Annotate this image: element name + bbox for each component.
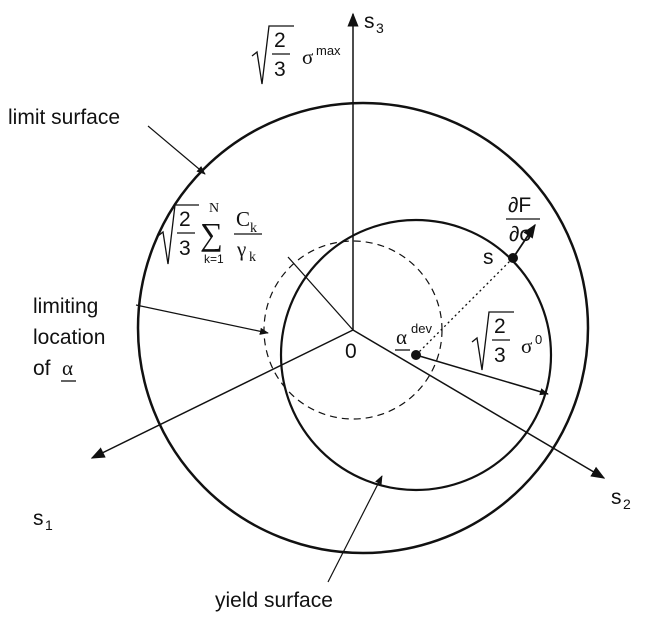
svg-text:0: 0 — [535, 332, 542, 347]
sigma-0-formula: 2 3 σ 0 — [471, 311, 542, 371]
svg-text:limiting: limiting — [33, 295, 98, 318]
svg-text:3: 3 — [179, 237, 191, 260]
svg-text:2: 2 — [274, 29, 286, 52]
svg-text:3: 3 — [376, 20, 384, 36]
s1-axis — [90, 329, 354, 459]
alpha-dev-point — [411, 350, 421, 360]
svg-text:of: of — [33, 357, 51, 380]
svg-text:∂σ: ∂σ — [509, 223, 532, 246]
svg-text:k: k — [250, 221, 257, 236]
yield-surface-leader — [327, 475, 383, 583]
svg-text:s: s — [611, 486, 622, 509]
svg-text:2: 2 — [494, 315, 506, 338]
gradient-label: ∂F ∂σ — [506, 194, 540, 246]
svg-text:σ: σ — [302, 45, 313, 69]
svg-text:N: N — [209, 201, 219, 216]
svg-text:max: max — [316, 43, 341, 58]
svg-text:dev: dev — [411, 321, 432, 336]
s-point — [508, 253, 518, 263]
yield-surface-circle — [279, 218, 553, 492]
limiting-location-leader — [135, 304, 269, 335]
limiting-location-label: limiting location of α — [33, 295, 105, 382]
gradient-arrow — [512, 223, 536, 259]
svg-text:σ: σ — [521, 334, 532, 358]
svg-text:k=1: k=1 — [204, 252, 224, 266]
limit-surface-leader — [147, 125, 206, 175]
svg-text:s: s — [364, 10, 375, 33]
s1-label: s 1 — [33, 507, 53, 533]
svg-text:γ: γ — [236, 237, 246, 261]
svg-text:k: k — [249, 250, 256, 265]
svg-text:3: 3 — [494, 344, 506, 367]
sum-formula: 2 3 N ∑ k=1 C k γ k — [157, 201, 262, 266]
s2-label: s 2 — [611, 486, 631, 512]
limit-surface-label: limit surface — [8, 106, 120, 129]
svg-text:∂F: ∂F — [508, 194, 531, 217]
svg-text:∑: ∑ — [200, 216, 223, 252]
svg-text:1: 1 — [45, 517, 53, 533]
sigma0-radius-arrow — [415, 354, 549, 396]
svg-text:α: α — [396, 325, 407, 349]
svg-text:2: 2 — [179, 208, 191, 231]
svg-text:3: 3 — [274, 58, 286, 81]
origin-label: 0 — [345, 340, 357, 363]
sum-radius-line — [287, 256, 354, 331]
alpha-symbol: α — [62, 356, 73, 380]
sigma-max-formula: 2 3 σ max — [251, 25, 341, 85]
yield-surface-label: yield surface — [215, 589, 333, 612]
s3-label: s 3 — [364, 10, 384, 36]
svg-text:location: location — [33, 326, 105, 349]
point-s-label: s — [483, 246, 494, 269]
svg-text:s: s — [33, 507, 44, 530]
limit-surface-circle — [136, 101, 590, 555]
svg-text:2: 2 — [623, 496, 631, 512]
alpha-dev-label: α dev — [395, 321, 432, 351]
s2-axis — [352, 329, 606, 479]
svg-text:C: C — [236, 207, 250, 231]
